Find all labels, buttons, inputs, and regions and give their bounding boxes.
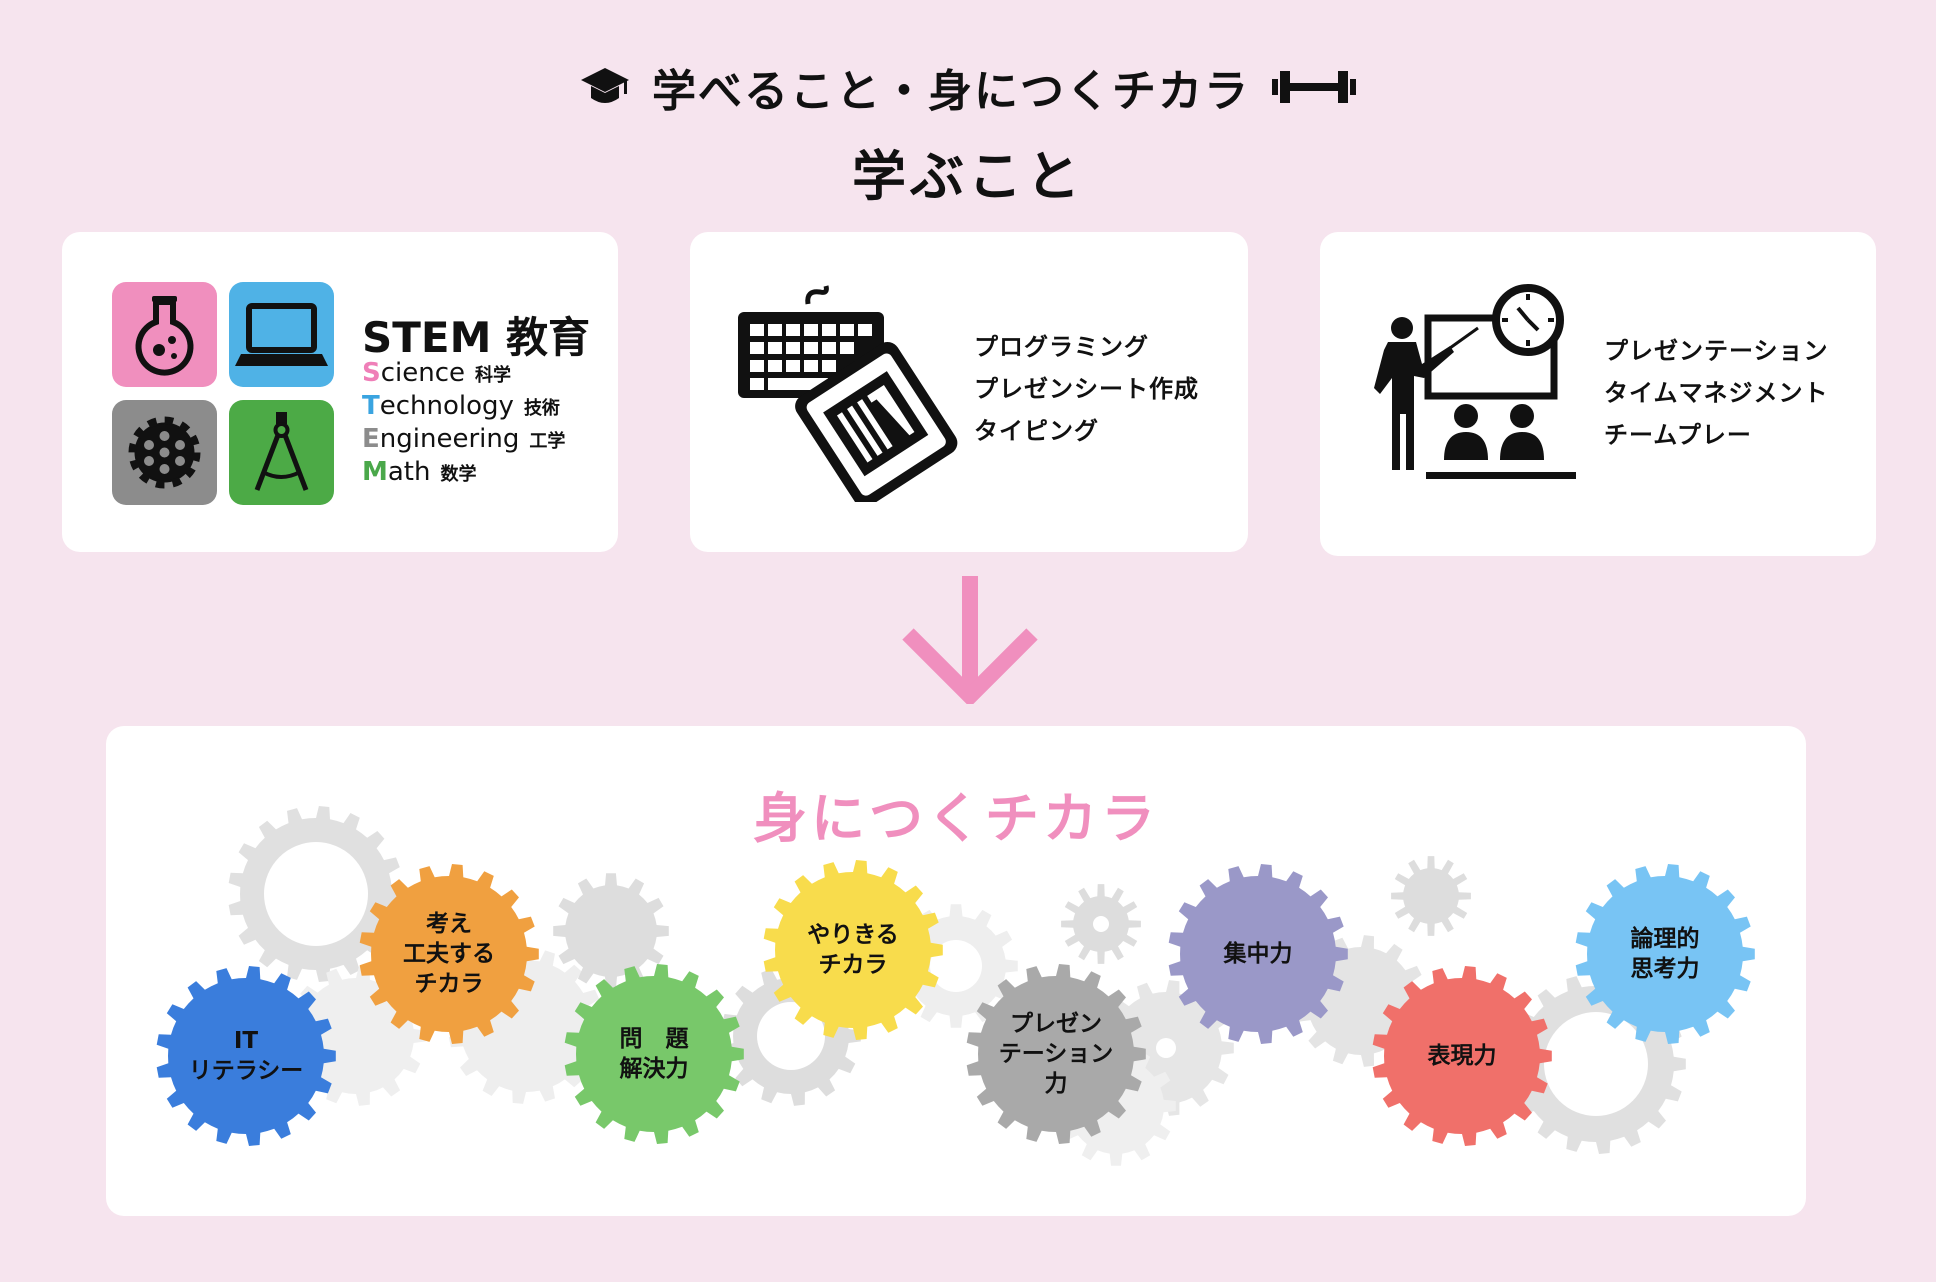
skill-gear-text: 解決力 <box>619 1056 689 1082</box>
dumbbell-icon <box>1272 71 1356 103</box>
stem-letter: E <box>362 424 380 454</box>
list-item: プレゼンテーション <box>1604 337 1829 365</box>
background-gear <box>553 873 669 989</box>
gears-diagram <box>156 806 1755 1166</box>
skill-gear-label-present: プレゼンテーション力 <box>999 1009 1114 1099</box>
flask-tile <box>112 282 217 387</box>
skill-gear-text: リテラシー <box>188 1058 304 1084</box>
stem-row-engineering: Engineering 工学 <box>362 424 565 454</box>
skill-gear-logic <box>1575 864 1755 1044</box>
skill-gear-label-express: 表現力 <box>1428 1041 1497 1071</box>
stem-word: ath <box>387 457 431 487</box>
skill-gear-text: IT <box>233 1028 259 1054</box>
skill-gear-present <box>966 964 1146 1144</box>
stem-row-science: Science 科学 <box>362 358 511 388</box>
skill-gear-text: 論理的 <box>1630 926 1700 952</box>
background-gear <box>1391 856 1471 936</box>
list-item: チームプレー <box>1604 421 1752 449</box>
header: 学べること・身につくチカラ <box>0 50 1936 124</box>
skill-gear-problem <box>564 964 744 1144</box>
stem-jp: 科学 <box>475 365 512 386</box>
skill-gear-label-logic: 論理的思考力 <box>1631 924 1700 984</box>
list-item: プレゼンシート作成 <box>974 375 1199 403</box>
skill-gear-text: やりきる <box>807 922 899 948</box>
graduation-cap-icon <box>581 68 629 103</box>
stem-letter: S <box>362 358 381 388</box>
skills-title: 身につくチカラ <box>753 787 1159 850</box>
stem-row-technology: Technology 技術 <box>362 391 560 421</box>
skill-gear-text: 工夫する <box>403 941 495 967</box>
skill-gear-label-think: 考え工夫するチカラ <box>403 909 495 999</box>
list-item: タイムマネジメント <box>1604 379 1829 407</box>
skill-gear-focus <box>1168 864 1348 1044</box>
learn-title: 学ぶこと <box>852 145 1084 208</box>
stem-jp: 技術 <box>523 398 560 419</box>
gear-icon <box>112 400 217 505</box>
skill-gear-text: 表現力 <box>1427 1043 1497 1069</box>
skill-gear-complete <box>763 860 943 1040</box>
skill-gear-text: 考え <box>426 911 472 937</box>
presentation-list: プレゼンテーション タイムマネジメント チームプレー <box>1604 330 1829 456</box>
presenter-icon <box>1374 284 1576 479</box>
stem-card: STEM 教育 Science 科学 Technology 技術 Engineeri… <box>62 232 618 552</box>
programming-card: プログラミング プレゼンシート作成 タイピング <box>690 232 1248 552</box>
background-gear <box>1061 884 1141 964</box>
arrow-down-icon <box>902 576 1038 704</box>
stem-title: STEM 教育 <box>362 313 591 362</box>
compass-tile <box>229 400 334 505</box>
stem-word: cience <box>380 358 466 388</box>
skill-gear-express <box>1372 966 1552 1146</box>
skill-gear-label-focus: 集中力 <box>1224 939 1293 969</box>
list-item: タイピング <box>974 417 1099 445</box>
skill-gear-text: 力 <box>1044 1071 1068 1097</box>
skill-gear-label-it: IT リテラシー <box>189 1026 304 1086</box>
skill-gear-text: プレゼン <box>1009 1011 1102 1037</box>
list-item: プログラミング <box>974 333 1149 361</box>
skill-gear-text: 集中力 <box>1223 941 1293 967</box>
skill-gear-text: チカラ <box>414 971 484 997</box>
keyboard-document-icon <box>738 285 958 502</box>
stem-word: echnology <box>379 391 514 421</box>
skill-gear-text: 思考力 <box>1630 956 1700 982</box>
stem-jp: 工学 <box>529 431 566 452</box>
skill-gear-text: 問 題 <box>619 1026 689 1052</box>
presentation-card: プレゼンテーション タイムマネジメント チームプレー <box>1320 232 1876 556</box>
skill-gear-label-problem: 問 題解決力 <box>620 1024 689 1084</box>
gear-tile <box>112 400 217 505</box>
laptop-icon <box>229 282 334 387</box>
flask-icon <box>112 282 217 387</box>
skill-gear-it <box>156 966 336 1146</box>
stem-letter: M <box>362 457 388 487</box>
compass-icon <box>229 400 334 505</box>
stem-letter: T <box>362 391 380 421</box>
background-gear <box>228 806 404 982</box>
skill-gear-text: チカラ <box>818 952 888 978</box>
stem-row-math: Math 数学 <box>362 457 476 487</box>
skill-gear-text: テーション <box>998 1041 1114 1067</box>
skill-gear-think <box>359 864 539 1044</box>
stem-word: ngineering <box>379 424 520 454</box>
skill-gear-label-complete: やりきるチカラ <box>807 920 899 980</box>
laptop-tile <box>229 282 334 387</box>
stem-jp: 数学 <box>440 464 477 485</box>
header-title: 学べること・身につくチカラ <box>652 66 1250 117</box>
programming-list: プログラミング プレゼンシート作成 タイピング <box>974 326 1199 452</box>
